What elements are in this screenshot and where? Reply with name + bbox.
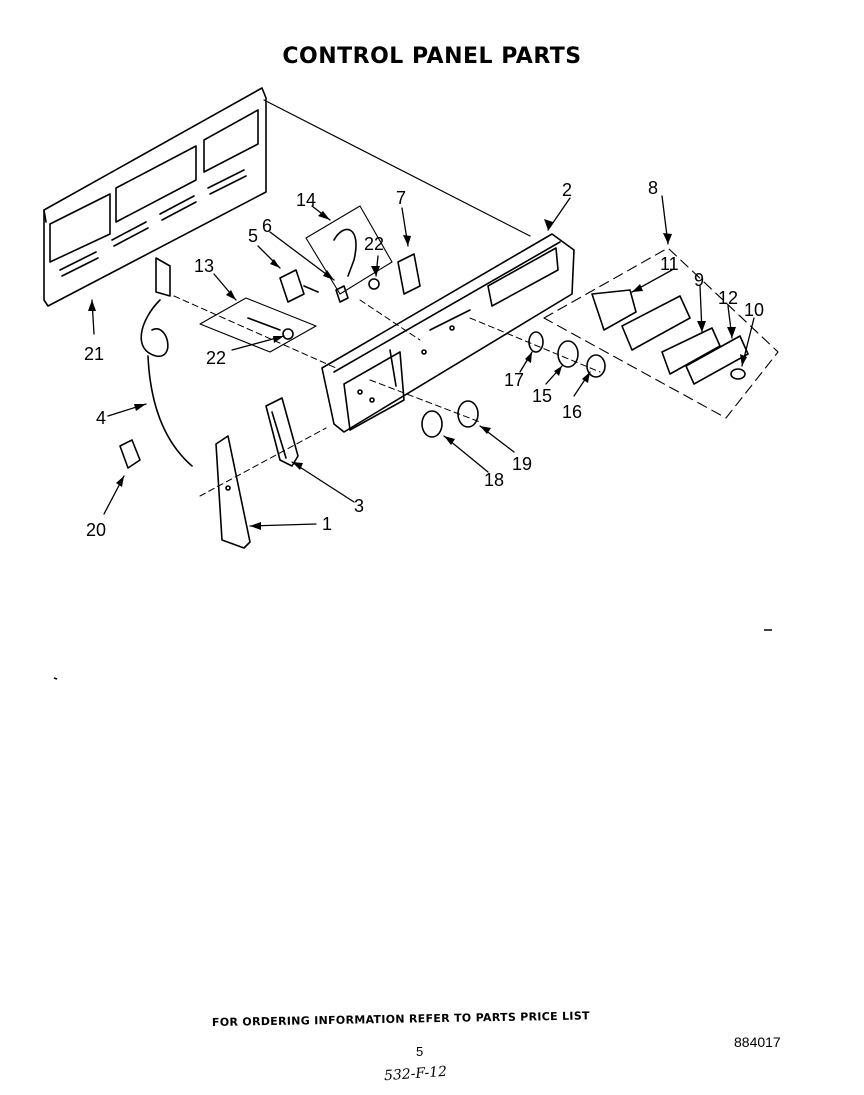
callout-17: 17: [504, 370, 524, 390]
callout-1: 1: [322, 514, 332, 534]
knob-group-parts-15-16-17: [469, 317, 606, 378]
callout-14: 14: [296, 190, 316, 210]
rear-panel-part-21: [43, 87, 531, 307]
trim-part-3: [265, 397, 299, 467]
callout-2: 2: [562, 180, 572, 200]
harness-group-part-14: [305, 205, 421, 295]
page-number: 5: [416, 1044, 424, 1059]
callout-3: 3: [354, 496, 364, 516]
callout-15: 15: [532, 386, 552, 406]
clip-part-20: [119, 439, 141, 469]
console-part-2: [321, 233, 575, 433]
switch-part-5: [279, 269, 319, 303]
end-cap-part-1: [215, 435, 251, 549]
callout-10: 10: [744, 300, 764, 320]
callout-20: 20: [86, 520, 106, 540]
callout-22-upper: 22: [364, 234, 384, 254]
callout-12: 12: [718, 288, 738, 308]
callout-leaders: [91, 195, 755, 527]
callout-22-lower: 22: [206, 348, 226, 368]
callout-19: 19: [512, 454, 532, 474]
switch-part-6: [335, 285, 349, 303]
callout-5: 5: [248, 226, 258, 246]
document-code: 884017: [734, 1034, 781, 1050]
callout-8: 8: [648, 178, 658, 198]
callout-13: 13: [194, 256, 214, 276]
callout-18: 18: [484, 470, 504, 490]
knob-group-parts-18-19: [369, 379, 481, 438]
callout-6: 6: [262, 216, 272, 236]
switch-group-part-13: [173, 295, 337, 369]
page-title: CONTROL PANEL PARTS: [282, 44, 582, 69]
callout-9: 9: [694, 270, 704, 290]
wire-harness-part-4: [140, 257, 193, 467]
callout-21: 21: [84, 344, 104, 364]
callout-7: 7: [396, 188, 406, 208]
display-group-part-8: [543, 247, 779, 419]
callout-arrowheads: [88, 211, 747, 530]
callout-16: 16: [562, 402, 582, 422]
stray-mark-left: [53, 677, 58, 680]
callout-11: 11: [660, 254, 679, 274]
callout-labels: 1 2 3 4 5 6 7 8 9 10 11 12 13 14 15 16 1…: [84, 178, 764, 540]
callout-4: 4: [96, 408, 106, 428]
